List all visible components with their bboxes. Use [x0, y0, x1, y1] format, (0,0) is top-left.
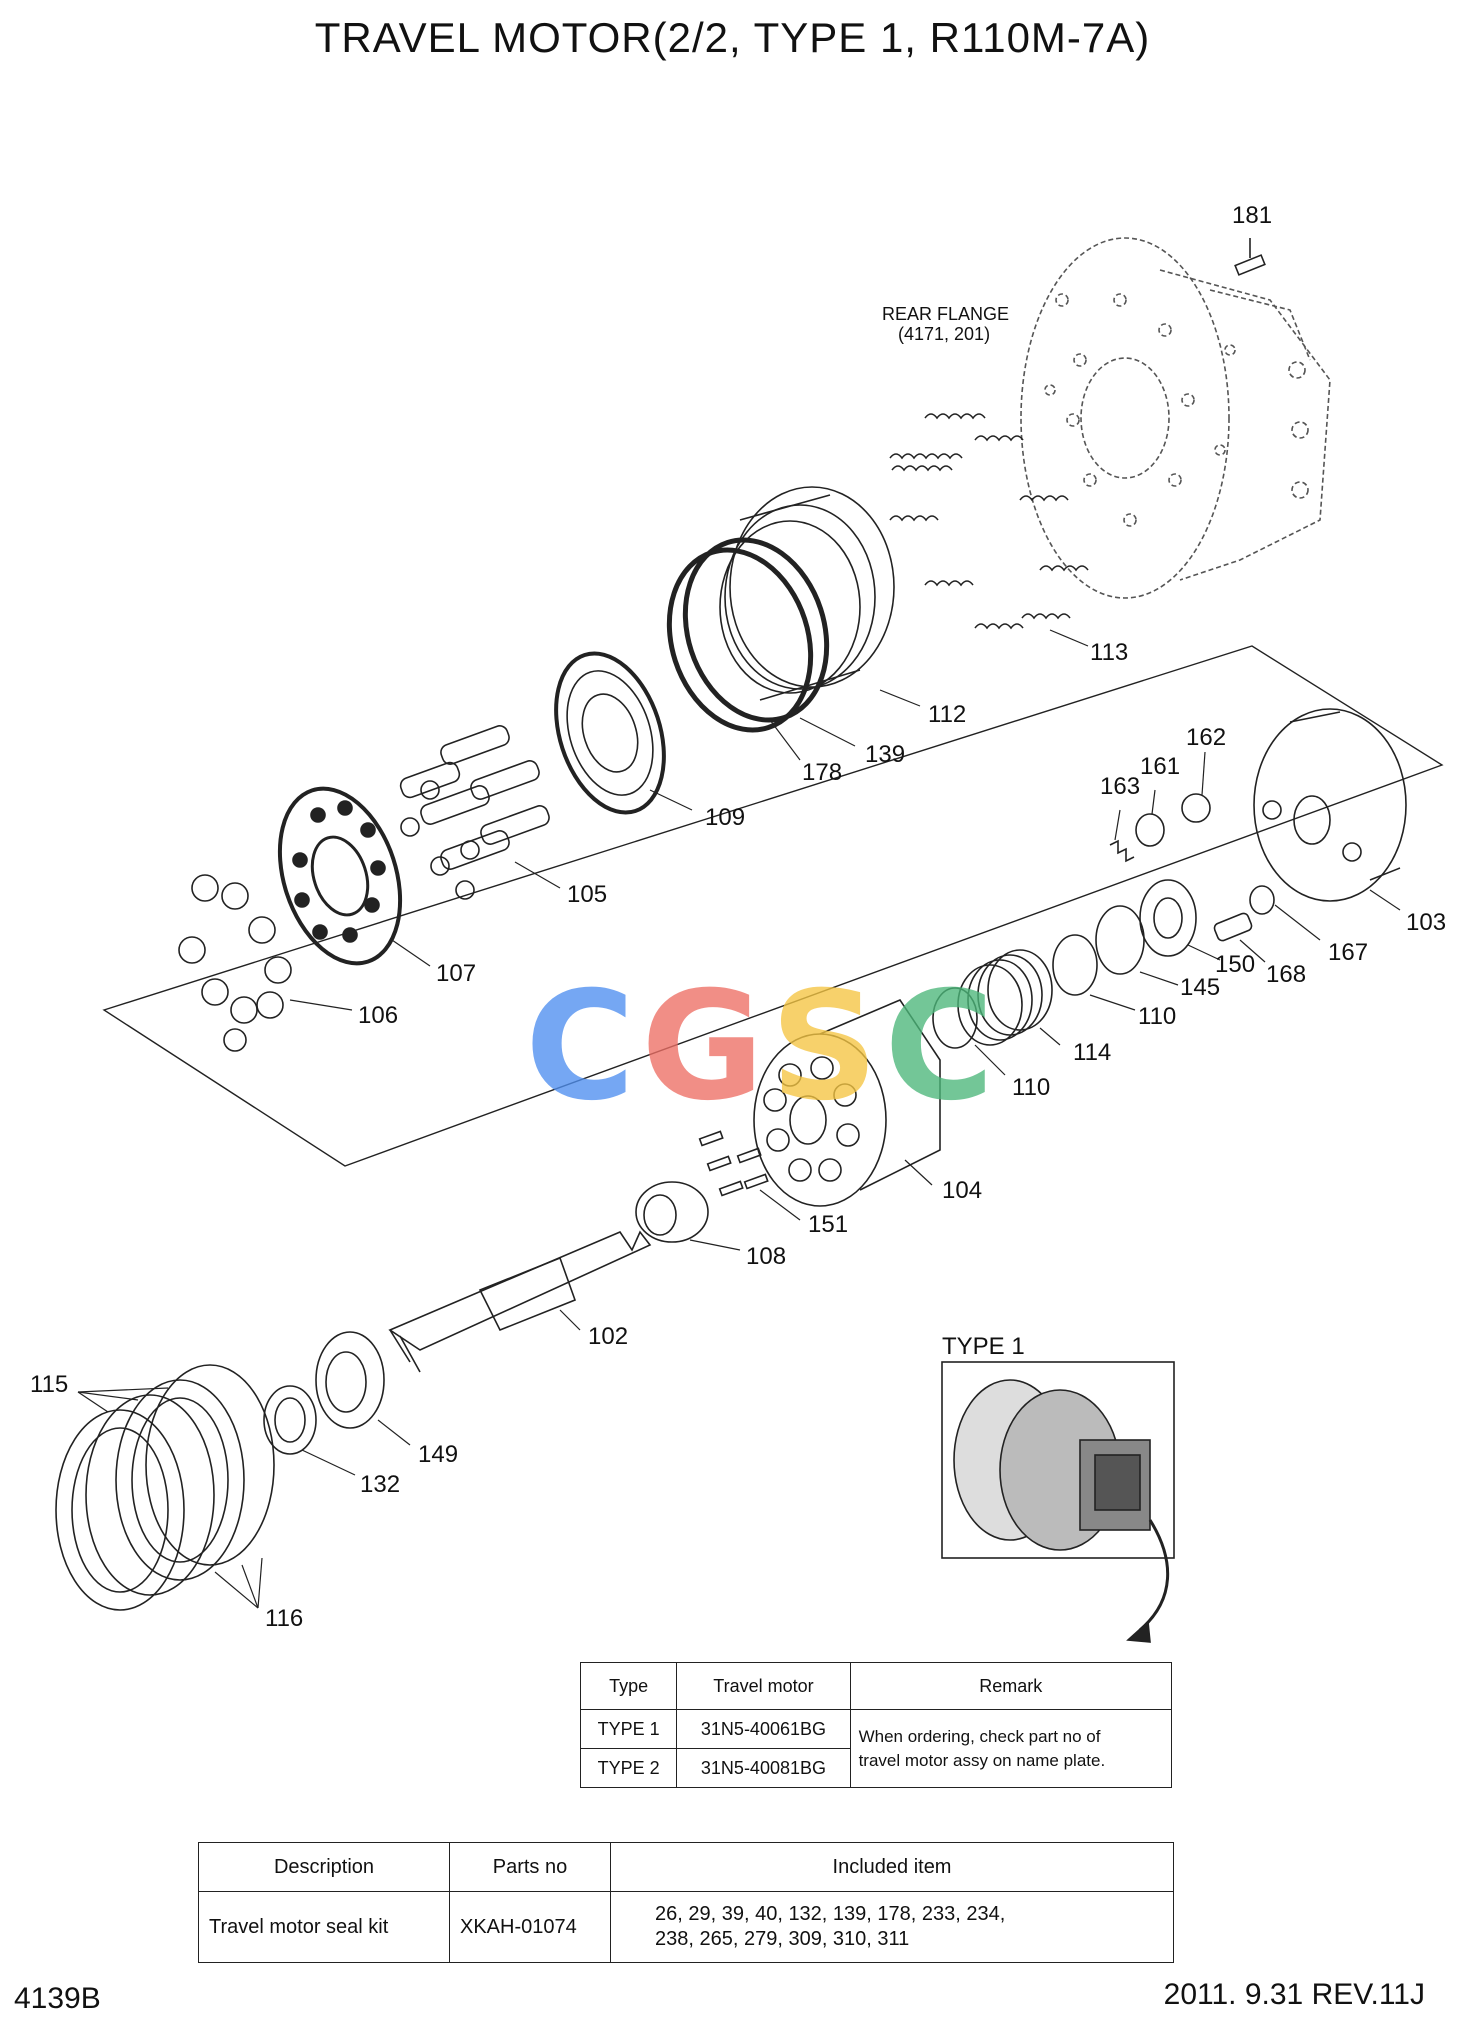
label-107: 107 — [436, 960, 476, 987]
springs-113 — [889, 413, 1089, 630]
type-table: Type Travel motor Remark TYPE 1 31N5-400… — [579, 1662, 1173, 1788]
inset-label: TYPE 1 — [942, 1333, 1025, 1360]
check-parts-161-163 — [1109, 793, 1211, 863]
rear-flange-label: REAR FLANGE — [882, 304, 1009, 324]
travel-motor-header: Travel motor — [676, 1662, 851, 1710]
watermark-letter-1: C — [525, 960, 642, 1134]
label-132: 132 — [360, 1471, 400, 1498]
motor-cell: 31N5-40061BG — [676, 1709, 851, 1749]
label-150: 150 — [1215, 951, 1255, 978]
included-item-header: Included item — [610, 1842, 1174, 1892]
label-109: 109 — [705, 804, 745, 831]
remark-line-2: travel motor assy on name plate. — [858, 1750, 1106, 1770]
snap-ring-145 — [1095, 905, 1145, 975]
oil-seal-132 — [263, 1385, 317, 1455]
retainer-plate-107 — [277, 786, 403, 966]
motor-cell: 31N5-40081BG — [676, 1748, 851, 1788]
label-149: 149 — [418, 1441, 458, 1468]
label-151: 151 — [808, 1211, 848, 1238]
o-ring-178 — [666, 547, 814, 733]
label-162: 162 — [1186, 724, 1226, 751]
drawing-number: 4139B — [14, 1982, 101, 2015]
spherical-bush-108 — [635, 1181, 709, 1243]
type-cell: TYPE 2 — [579, 1748, 678, 1788]
included-line-2: 238, 265, 279, 309, 310, 311 — [655, 1928, 910, 1950]
description-cell: Travel motor seal kit — [198, 1891, 450, 1963]
label-112: 112 — [928, 701, 966, 728]
type1-inset-photo — [953, 1379, 1151, 1551]
valve-plate-109 — [554, 651, 666, 815]
washer-110a — [1052, 934, 1098, 996]
type1-inset-box — [941, 1361, 1175, 1559]
shaft-102 — [388, 1230, 652, 1373]
label-105: 105 — [567, 881, 607, 908]
remark-header: Remark — [849, 1662, 1173, 1710]
remark-line-1: When ordering, check part no of — [858, 1726, 1101, 1746]
rear-flange-sub: (4171, 201) — [898, 324, 990, 344]
label-103: 103 — [1406, 909, 1446, 936]
o-ring-139 — [682, 537, 830, 723]
label-116: 116 — [265, 1605, 303, 1632]
watermark-letter-2: G — [641, 960, 771, 1134]
washer-110b — [932, 987, 978, 1049]
pins-151 — [698, 1130, 769, 1197]
label-161: 161 — [1140, 753, 1180, 780]
table-row: Travel motor seal kit XKAH-01074 26, 29,… — [198, 1891, 1174, 1963]
parts-no-cell: XKAH-01074 — [449, 1891, 611, 1963]
type-header: Type — [579, 1662, 678, 1710]
table-row: TYPE 1 31N5-40061BG When ordering, check… — [579, 1709, 1173, 1788]
plug-168 — [1213, 912, 1253, 942]
ring-167 — [1249, 885, 1275, 915]
label-110b: 110 — [1012, 1074, 1050, 1101]
spring-114 — [957, 949, 1053, 1046]
label-102: 102 — [588, 1323, 628, 1350]
type-cell: TYPE 1 — [579, 1709, 678, 1749]
label-104: 104 — [942, 1177, 982, 1204]
parts-no-header: Parts no — [449, 1842, 611, 1892]
housing-103 — [1253, 708, 1407, 902]
label-163: 163 — [1100, 773, 1140, 800]
table-row: TYPE 2 31N5-40081BG — [579, 1748, 1172, 1788]
label-139: 139 — [865, 741, 905, 768]
page-title: TRAVEL MOTOR(2/2, TYPE 1, R110M-7A) — [314, 14, 1151, 61]
label-167: 167 — [1328, 939, 1368, 966]
label-145: 145 — [1180, 974, 1220, 1001]
watermark-letter-4: C — [884, 960, 1001, 1134]
included-line-1: 26, 29, 39, 40, 132, 139, 178, 233, 234, — [655, 1903, 1006, 1925]
label-114: 114 — [1073, 1039, 1111, 1066]
pin-181 — [1234, 238, 1266, 276]
label-108: 108 — [746, 1243, 786, 1270]
seal-kit-table: Description Parts no Included item Trave… — [198, 1842, 1174, 1963]
watermark: CGSC — [525, 960, 1000, 1134]
label-115: 115 — [30, 1371, 68, 1398]
revision-date: 2011. 9.31 REV.11J — [1163, 1978, 1425, 2011]
label-168: 168 — [1266, 961, 1306, 988]
description-header: Description — [198, 1842, 450, 1892]
watermark-letter-3: S — [770, 960, 885, 1134]
pistons-105 — [399, 725, 550, 900]
label-178: 178 — [802, 759, 842, 786]
shoes-106 — [178, 874, 292, 1052]
subassembly-boundary — [102, 645, 1444, 1167]
brake-piston-112 — [719, 486, 895, 701]
friction-plates-115-116 — [55, 1364, 275, 1611]
remark-cell: When ordering, check part no of travel m… — [849, 1709, 1173, 1788]
label-181: 181 — [1232, 202, 1272, 229]
bearing-150 — [1139, 879, 1197, 957]
label-106: 106 — [358, 1002, 398, 1029]
label-110a: 110 — [1138, 1003, 1176, 1030]
included-item-cell: 26, 29, 39, 40, 132, 139, 178, 233, 234,… — [610, 1891, 1174, 1963]
rear-flange — [1020, 237, 1331, 599]
inset-arrow — [1139, 1519, 1170, 1632]
label-113: 113 — [1090, 639, 1128, 666]
cylinder-block-104 — [753, 999, 941, 1207]
bearing-149 — [315, 1331, 385, 1429]
